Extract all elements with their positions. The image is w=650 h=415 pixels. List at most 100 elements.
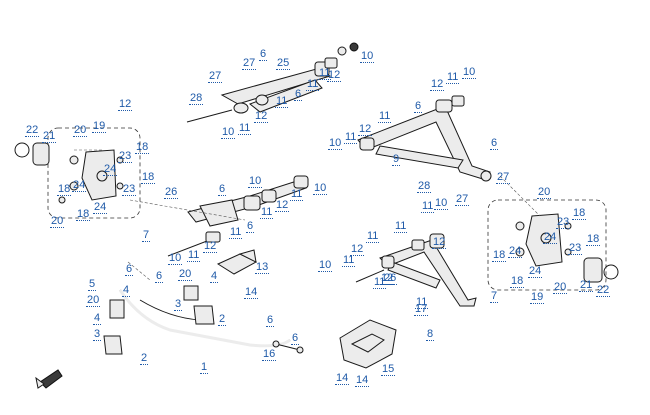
callout[interactable]: 26 bbox=[383, 272, 398, 285]
callout[interactable]: 1 bbox=[200, 361, 209, 374]
callout[interactable]: 6 bbox=[259, 48, 268, 61]
callout[interactable]: 12 bbox=[350, 243, 365, 256]
callout[interactable]: 18 bbox=[572, 207, 587, 220]
callout[interactable]: 5 bbox=[88, 278, 97, 291]
callout[interactable]: 20 bbox=[50, 215, 65, 228]
callout[interactable]: 17 bbox=[414, 303, 429, 316]
callout[interactable]: 23 bbox=[556, 216, 571, 229]
callout[interactable]: 6 bbox=[414, 100, 423, 113]
callout[interactable]: 19 bbox=[92, 120, 107, 133]
callout[interactable]: 27 bbox=[208, 70, 223, 83]
callout[interactable]: 6 bbox=[291, 332, 300, 345]
callout[interactable]: 25 bbox=[276, 57, 291, 70]
callout[interactable]: 21 bbox=[42, 130, 57, 143]
callout[interactable]: 20 bbox=[86, 294, 101, 307]
callout[interactable]: 11 bbox=[229, 226, 243, 239]
callout[interactable]: 11 bbox=[394, 220, 408, 233]
callout[interactable]: 18 bbox=[57, 183, 72, 196]
callout[interactable]: 11 bbox=[260, 206, 274, 219]
callout[interactable]: 14 bbox=[335, 372, 350, 385]
callout[interactable]: 11 bbox=[290, 188, 304, 201]
callout[interactable]: 18 bbox=[141, 171, 156, 184]
callout[interactable]: 3 bbox=[93, 328, 102, 341]
callout[interactable]: 6 bbox=[490, 137, 499, 150]
callout[interactable]: 7 bbox=[142, 229, 151, 242]
callout[interactable]: 11 bbox=[342, 254, 356, 267]
callout[interactable]: 18 bbox=[135, 141, 150, 154]
callout[interactable]: 20 bbox=[73, 124, 88, 137]
callout[interactable]: 6 bbox=[125, 263, 134, 276]
callout[interactable]: 12 bbox=[327, 69, 342, 82]
callout[interactable]: 11 bbox=[318, 67, 332, 80]
callout[interactable]: 11 bbox=[366, 230, 380, 243]
callout[interactable]: 11 bbox=[187, 249, 201, 262]
callout[interactable]: 16 bbox=[262, 348, 277, 361]
callout[interactable]: 4 bbox=[210, 270, 219, 283]
callout[interactable]: 10 bbox=[328, 137, 343, 150]
callout[interactable]: 11 bbox=[373, 276, 387, 289]
callout[interactable]: 14 bbox=[244, 286, 259, 299]
callout[interactable]: 14 bbox=[355, 374, 370, 387]
callout[interactable]: 13 bbox=[255, 261, 270, 274]
callout[interactable]: 12 bbox=[254, 110, 269, 123]
callout[interactable]: 28 bbox=[417, 180, 432, 193]
callout[interactable]: 11 bbox=[378, 110, 392, 123]
callout[interactable]: 3 bbox=[174, 298, 183, 311]
callout[interactable]: 11 bbox=[421, 200, 435, 213]
callout[interactable]: 2 bbox=[218, 313, 227, 326]
callout[interactable]: 6 bbox=[266, 314, 275, 327]
callout[interactable]: 12 bbox=[118, 98, 133, 111]
callout[interactable]: 24 bbox=[508, 245, 523, 258]
callout[interactable]: 10 bbox=[434, 197, 449, 210]
callout[interactable]: 4 bbox=[122, 284, 131, 297]
callout[interactable]: 10 bbox=[462, 66, 477, 79]
callout[interactable]: 26 bbox=[164, 186, 179, 199]
callout[interactable]: 23 bbox=[122, 183, 137, 196]
callout[interactable]: 23 bbox=[118, 150, 133, 163]
callout[interactable]: 10 bbox=[221, 126, 236, 139]
callout[interactable]: 19 bbox=[530, 291, 545, 304]
callout[interactable]: 11 bbox=[306, 78, 320, 91]
callout[interactable]: 7 bbox=[490, 290, 499, 303]
callout[interactable]: 24 bbox=[528, 265, 543, 278]
callout[interactable]: 22 bbox=[25, 124, 40, 137]
callout[interactable]: 12 bbox=[203, 240, 218, 253]
callout[interactable]: 27 bbox=[455, 193, 470, 206]
callout[interactable]: 15 bbox=[381, 363, 396, 376]
callout[interactable]: 20 bbox=[537, 186, 552, 199]
callout[interactable]: 18 bbox=[492, 249, 507, 262]
callout[interactable]: 9 bbox=[392, 153, 401, 166]
callout[interactable]: 10 bbox=[318, 259, 333, 272]
callout[interactable]: 10 bbox=[360, 50, 375, 63]
callout[interactable]: 24 bbox=[93, 201, 108, 214]
callout[interactable]: 11 bbox=[415, 296, 429, 309]
callout[interactable]: 21 bbox=[579, 279, 594, 292]
callout[interactable]: 11 bbox=[238, 122, 252, 135]
callout[interactable]: 18 bbox=[510, 275, 525, 288]
callout[interactable]: 8 bbox=[426, 328, 435, 341]
callout[interactable]: 2 bbox=[140, 352, 149, 365]
callout[interactable]: 24 bbox=[103, 163, 118, 176]
callout[interactable]: 4 bbox=[93, 312, 102, 325]
callout[interactable]: 6 bbox=[218, 183, 227, 196]
callout[interactable]: 11 bbox=[446, 71, 460, 84]
callout[interactable]: 24 bbox=[72, 179, 87, 192]
callout[interactable]: 12 bbox=[430, 78, 445, 91]
callout[interactable]: 6 bbox=[155, 270, 164, 283]
callout[interactable]: 6 bbox=[294, 88, 303, 101]
callout[interactable]: 28 bbox=[189, 92, 204, 105]
callout[interactable]: 12 bbox=[358, 123, 373, 136]
callout[interactable]: 23 bbox=[568, 242, 583, 255]
callout[interactable]: 11 bbox=[344, 131, 358, 144]
callout[interactable]: 20 bbox=[178, 268, 193, 281]
callout[interactable]: 27 bbox=[242, 57, 257, 70]
callout[interactable]: 12 bbox=[275, 199, 290, 212]
callout[interactable]: 12 bbox=[432, 236, 447, 249]
callout[interactable]: 18 bbox=[586, 233, 601, 246]
callout[interactable]: 6 bbox=[246, 220, 255, 233]
callout[interactable]: 24 bbox=[543, 231, 558, 244]
callout[interactable]: 27 bbox=[496, 171, 511, 184]
callout[interactable]: 10 bbox=[313, 182, 328, 195]
callout[interactable]: 22 bbox=[596, 284, 611, 297]
callout[interactable]: 11 bbox=[275, 95, 289, 108]
